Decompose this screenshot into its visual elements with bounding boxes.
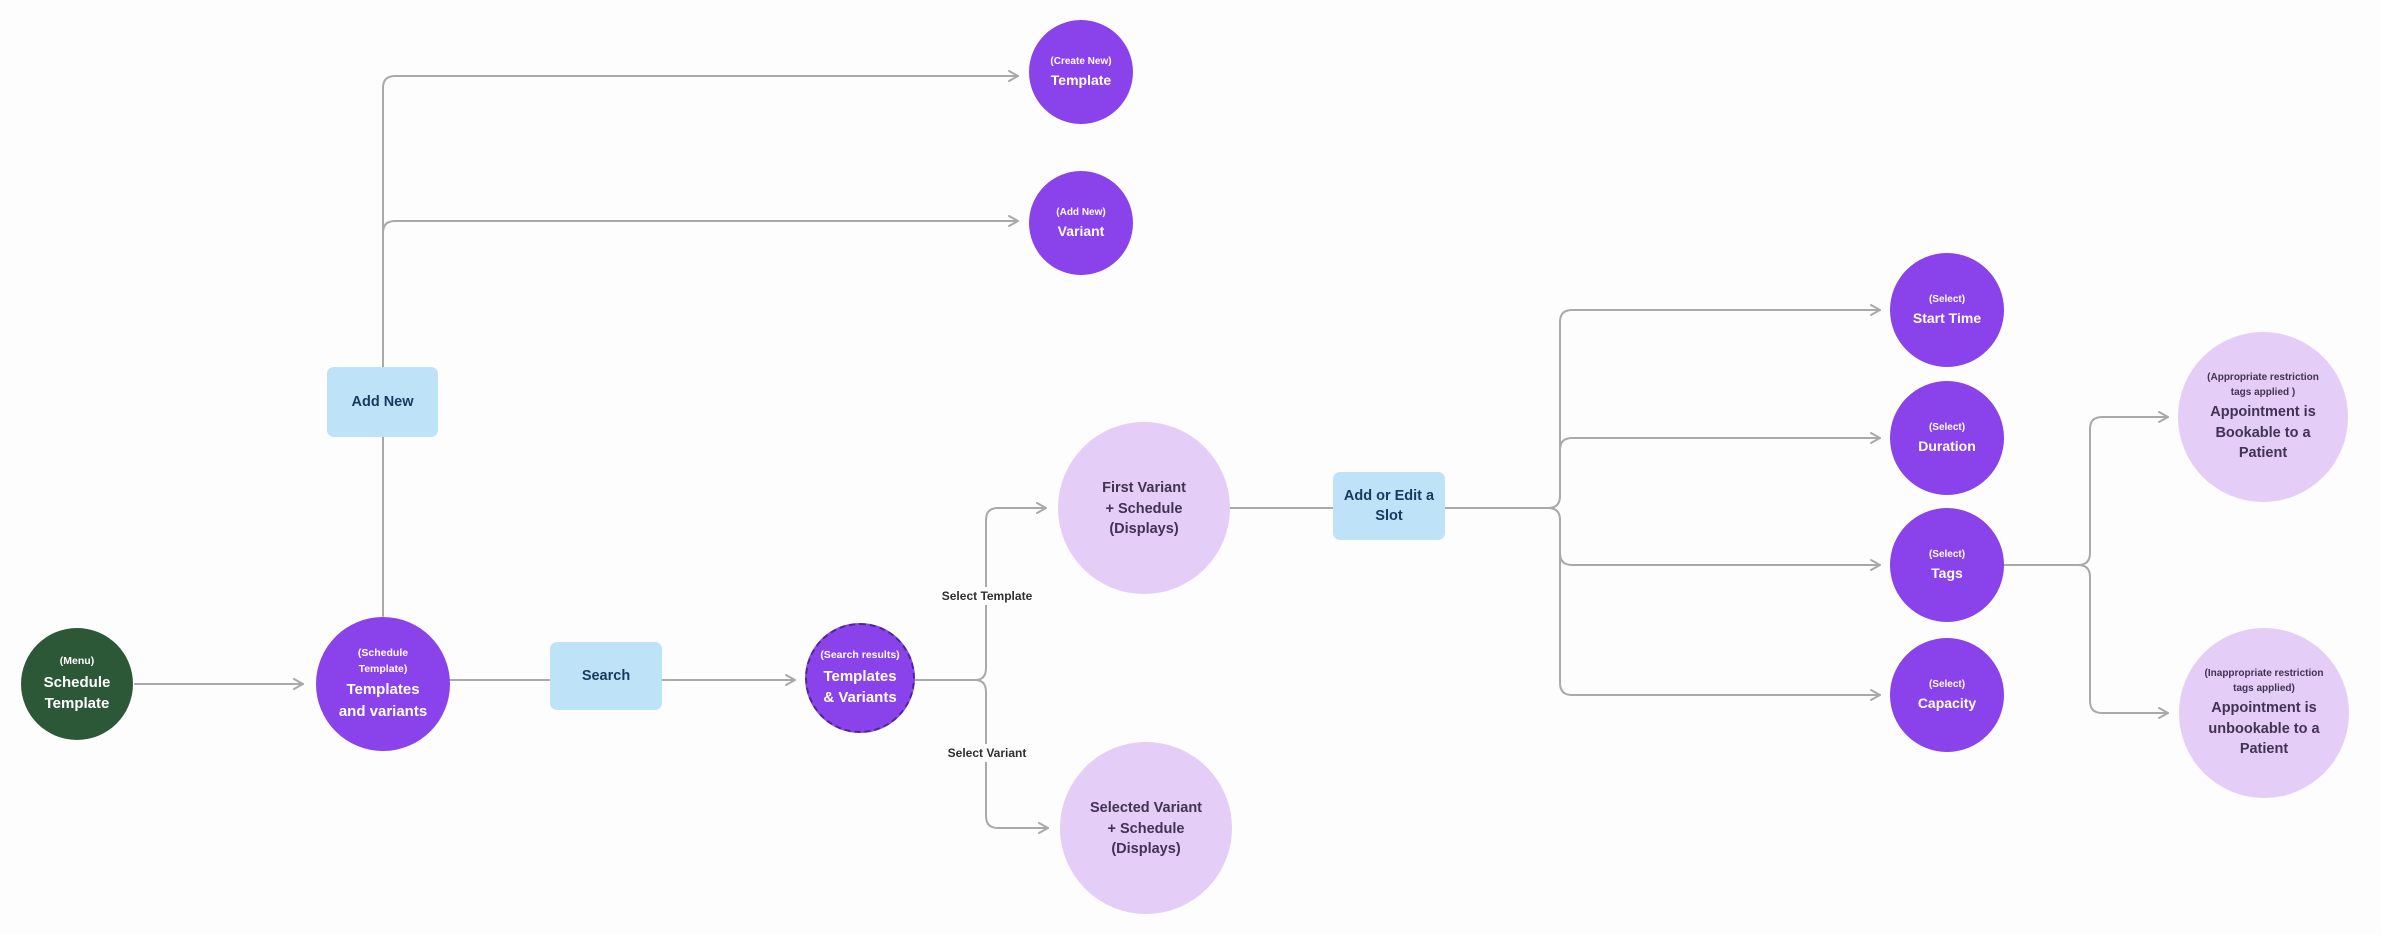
edge-label-select-variant: Select Variant — [941, 744, 1033, 762]
edge-templates-to-create-template — [382, 70, 1019, 617]
node-title: First Variant + Schedule (Displays) — [1102, 480, 1186, 538]
node-appointment-unbookable[interactable]: (Inappropriate restriction tags applied)… — [2179, 628, 2349, 798]
node-title: Templates and variants — [338, 681, 428, 720]
action-add-or-edit-slot[interactable]: Add or Edit a Slot — [1333, 472, 1445, 540]
node-select-start-time[interactable]: (Select) Start Time — [1890, 253, 2004, 367]
node-menu-schedule-template[interactable]: (Menu) Schedule Template — [21, 628, 133, 740]
edge-tags-to-unbookable — [2077, 564, 2169, 719]
node-tag: (Select) — [1928, 293, 1966, 305]
node-tag: (Search results) — [820, 648, 900, 661]
node-tag: (Select) — [1928, 421, 1966, 433]
action-add-new[interactable]: Add New — [327, 367, 438, 437]
node-tag: (Schedule Template) — [357, 646, 409, 675]
node-tag: (Select) — [1928, 548, 1966, 560]
node-tag: (Add New) — [1056, 206, 1106, 218]
node-tag: (Select) — [1928, 678, 1966, 690]
node-templates-and-variants[interactable]: (Schedule Template) Templates and varian… — [316, 617, 450, 751]
node-tag: (Create New) — [1050, 55, 1112, 67]
edge-slot-to-capacity — [1547, 507, 1881, 701]
action-label: Add New — [351, 393, 414, 410]
node-tag: (Menu) — [59, 654, 95, 667]
node-title: Variant — [1057, 222, 1105, 239]
edge-label-select-template: Select Template — [935, 587, 1039, 605]
node-selected-variant-schedule[interactable]: Selected Variant + Schedule (Displays) — [1060, 742, 1232, 914]
node-create-new-template[interactable]: (Create New) Template — [1029, 20, 1133, 124]
node-tag: (Appropriate restriction tags applied ) — [2207, 372, 2319, 399]
node-title: Start Time — [1912, 309, 1982, 326]
node-title: Templates & Variants — [823, 667, 897, 706]
edge-tags-to-bookable — [2003, 411, 2169, 566]
node-appointment-bookable[interactable]: (Appropriate restriction tags applied ) … — [2178, 332, 2348, 502]
node-title: Duration — [1918, 437, 1976, 454]
action-label: Add or Edit a Slot — [1343, 487, 1435, 524]
node-title: Appointment is unbookable to a Patient — [2208, 700, 2320, 758]
node-title: Capacity — [1917, 694, 1977, 711]
node-add-new-variant[interactable]: (Add New) Variant — [1029, 171, 1133, 275]
edge-slot-to-duration — [1559, 432, 1881, 451]
edge-templates-to-add-variant — [382, 215, 1019, 234]
node-title: Tags — [1931, 564, 1963, 581]
edge-slot-to-start-time — [1444, 304, 1881, 509]
node-select-duration[interactable]: (Select) Duration — [1890, 381, 2004, 495]
edge-results-to-selected-variant — [974, 679, 1049, 834]
node-title: Appointment is Bookable to a Patient — [2210, 404, 2316, 462]
node-title: Schedule Template — [43, 673, 111, 712]
action-search[interactable]: Search — [550, 642, 662, 710]
node-select-tags[interactable]: (Select) Tags — [1890, 508, 2004, 622]
node-select-capacity[interactable]: (Select) Capacity — [1890, 638, 2004, 752]
edge-slot-to-tags — [1559, 552, 1881, 571]
node-first-variant-schedule[interactable]: First Variant + Schedule (Displays) — [1058, 422, 1230, 594]
node-search-results[interactable]: (Search results) Templates & Variants — [805, 623, 915, 733]
action-label: Search — [581, 667, 631, 684]
node-title: Selected Variant + Schedule (Displays) — [1089, 800, 1203, 858]
node-tag: (Inappropriate restriction tags applied) — [2204, 668, 2324, 695]
node-title: Template — [1050, 71, 1112, 88]
